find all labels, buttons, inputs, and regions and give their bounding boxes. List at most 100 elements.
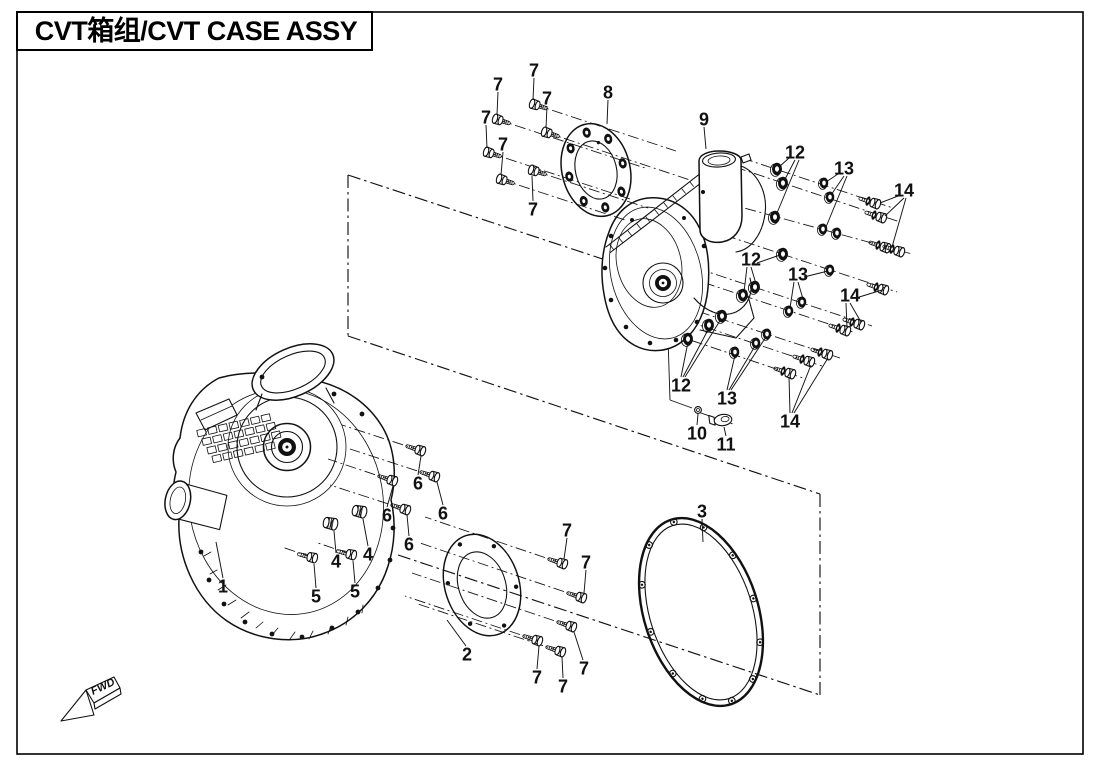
leader-line bbox=[545, 105, 548, 129]
leader-line bbox=[531, 175, 534, 202]
callout-7: 7 bbox=[481, 108, 491, 128]
callout-7: 7 bbox=[579, 659, 589, 679]
leader-line bbox=[417, 455, 422, 476]
axis-line bbox=[327, 458, 395, 482]
leader-line bbox=[849, 302, 862, 323]
callout-7: 7 bbox=[542, 89, 552, 109]
part-9-bracket bbox=[693, 277, 755, 339]
leader-line bbox=[680, 341, 689, 378]
callout-6: 6 bbox=[382, 506, 392, 526]
part-1-intake-ring bbox=[251, 343, 335, 401]
leader-line bbox=[485, 124, 488, 149]
bolt14-icon bbox=[856, 192, 883, 211]
axis-line bbox=[419, 542, 584, 599]
leader-line bbox=[750, 266, 757, 285]
callout-5: 5 bbox=[311, 587, 321, 607]
callout-6: 6 bbox=[413, 474, 423, 494]
nut-icon bbox=[775, 247, 789, 262]
leader-line bbox=[684, 318, 722, 378]
callout-7: 7 bbox=[498, 135, 508, 155]
leader-line bbox=[884, 197, 905, 217]
callout-4: 4 bbox=[363, 545, 373, 565]
callout-14: 14 bbox=[780, 412, 800, 432]
part-1-rim-hatching bbox=[203, 551, 364, 640]
callout-7: 7 bbox=[558, 677, 568, 697]
callout-7: 7 bbox=[529, 61, 539, 81]
callout-6: 6 bbox=[438, 504, 448, 524]
bolt-icon bbox=[403, 440, 428, 458]
leader-line bbox=[845, 302, 848, 329]
leader-line bbox=[791, 364, 812, 414]
nut-icon bbox=[747, 280, 761, 295]
leader-line bbox=[726, 354, 736, 391]
leader-line bbox=[352, 560, 356, 584]
axis-line bbox=[705, 228, 898, 293]
phantom-outline bbox=[347, 174, 821, 696]
axis-line bbox=[665, 269, 857, 334]
callout-3: 3 bbox=[697, 502, 707, 522]
page-border bbox=[16, 11, 1084, 755]
washer-icon bbox=[817, 177, 829, 190]
callout-8: 8 bbox=[603, 83, 613, 103]
screw-icon bbox=[526, 163, 549, 180]
leader-line bbox=[797, 281, 804, 300]
axis-line bbox=[495, 118, 649, 170]
screw-icon bbox=[490, 112, 513, 129]
leader-line bbox=[703, 126, 707, 150]
nut-icon bbox=[769, 162, 783, 177]
part-1-cvt-case-cover bbox=[164, 343, 396, 641]
leader-line bbox=[776, 159, 800, 214]
axis-line bbox=[629, 301, 823, 367]
leader-line bbox=[778, 157, 790, 168]
leader-line bbox=[313, 563, 317, 589]
connector-line bbox=[669, 399, 693, 409]
leader-line bbox=[496, 91, 499, 116]
callout-12: 12 bbox=[785, 143, 805, 163]
nut-icon bbox=[714, 309, 728, 324]
bolt14-icon bbox=[862, 206, 889, 225]
axis-line bbox=[349, 448, 437, 478]
washer-icon bbox=[823, 264, 835, 277]
plug11-icon bbox=[708, 411, 734, 428]
axis-line bbox=[741, 157, 894, 209]
washer10-icon bbox=[694, 406, 702, 414]
washer-icon bbox=[823, 191, 835, 204]
bolt14-icon bbox=[866, 236, 893, 255]
leader-line bbox=[723, 426, 727, 437]
callout-13: 13 bbox=[788, 265, 808, 285]
callout-4: 4 bbox=[331, 552, 341, 572]
part-9-cvt-case bbox=[601, 150, 767, 352]
leader-line bbox=[561, 656, 564, 679]
axis-line bbox=[424, 516, 565, 565]
leader-line bbox=[730, 336, 767, 391]
leader-line bbox=[436, 481, 444, 506]
axis-line bbox=[531, 169, 649, 209]
leader-line bbox=[788, 376, 791, 414]
bolt14-icon bbox=[790, 350, 817, 369]
leader-line bbox=[803, 270, 829, 278]
callout-2: 2 bbox=[462, 645, 472, 665]
callout-7: 7 bbox=[528, 200, 538, 220]
part-3-cover-gasket bbox=[637, 516, 765, 708]
callout-14: 14 bbox=[894, 181, 914, 201]
page-title: CVT箱组/CVT CASE ASSY bbox=[35, 15, 358, 46]
axis-line bbox=[341, 424, 423, 452]
leader-line bbox=[563, 537, 568, 560]
callout-9: 9 bbox=[699, 110, 709, 130]
leader-line bbox=[879, 195, 899, 204]
leader-line bbox=[756, 254, 781, 264]
phantom-line bbox=[397, 554, 821, 696]
nut-icon bbox=[767, 210, 781, 225]
leader-line bbox=[728, 345, 756, 391]
bolt-icon bbox=[554, 616, 579, 634]
callout-1: 1 bbox=[218, 577, 228, 597]
part-1-left-tube bbox=[164, 480, 228, 531]
axis-line bbox=[329, 484, 408, 511]
callout-12: 12 bbox=[741, 250, 761, 270]
part-1-grille-texture bbox=[196, 413, 282, 463]
washer-icon bbox=[782, 305, 794, 318]
fwd-arrow: FWD bbox=[60, 676, 122, 722]
